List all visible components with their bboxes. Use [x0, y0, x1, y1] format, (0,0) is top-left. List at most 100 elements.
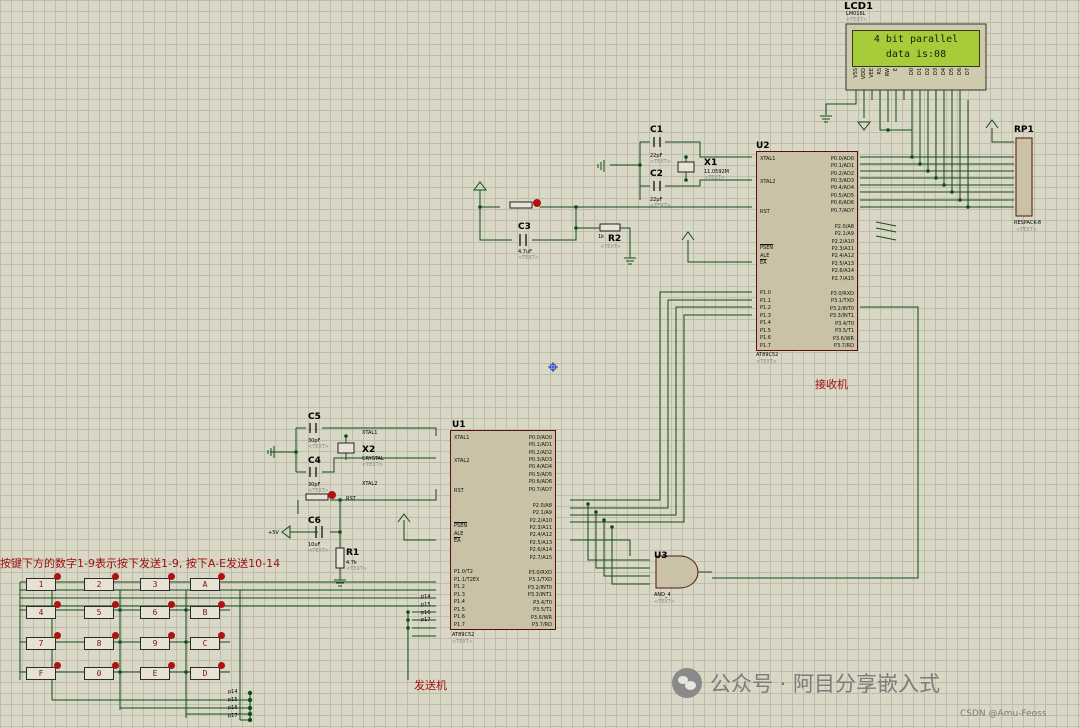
key-label: A — [202, 580, 208, 589]
bottom-label-p17: p17 — [228, 713, 238, 719]
u2-pin: XTAL2 — [760, 179, 776, 185]
key-b[interactable]: B — [190, 601, 225, 619]
r1-ref: R1 — [346, 548, 360, 558]
u2-pin: EA — [760, 260, 767, 266]
r2-ref: R2 — [608, 234, 622, 244]
watermark: 公众号 · 阿目分享嵌入式 — [672, 668, 940, 698]
u1-pin: P2.1/A9 — [532, 510, 552, 516]
c1-ref: C1 — [650, 125, 663, 135]
key-3[interactable]: 3 — [140, 573, 175, 591]
button-knob-icon — [54, 573, 61, 580]
c5-value: 30pF — [308, 438, 321, 444]
key-e[interactable]: E — [140, 662, 175, 680]
c3-text-placeholder: <TEXT> — [518, 255, 539, 261]
x2-ref: X2 — [362, 445, 376, 455]
u2-pin: P2.4/A12 — [831, 253, 854, 259]
u1-pin: P0.0/AD0 — [528, 435, 552, 441]
lcd-ref: LCD1 — [844, 1, 873, 12]
key-label: 2 — [96, 580, 102, 589]
port-label-p16: p16 — [421, 610, 431, 616]
lcd-pin: D0 — [909, 68, 915, 76]
u2-chip[interactable]: XTAL1 XTAL2 RST PSEN ALE EA P1.0 P1.1 P1… — [756, 151, 858, 351]
button-knob-icon — [168, 573, 175, 580]
u2-pin: P2.7/A15 — [831, 276, 854, 282]
key-8[interactable]: 8 — [84, 632, 119, 650]
u1-pin: P3.1/TXD — [529, 577, 552, 583]
u2-pin: PSEN — [760, 245, 774, 251]
u1-chip[interactable]: XTAL1 XTAL2 RST PSEN ALE EA P1.0/T2 P1.1… — [450, 430, 556, 630]
key-5[interactable]: 5 — [84, 601, 119, 619]
lcd-line-2: data is:08 — [885, 49, 947, 60]
key-0[interactable]: 0 — [84, 662, 119, 680]
key-label: B — [202, 608, 208, 617]
u1-pin: P2.6/A14 — [529, 547, 552, 553]
u3-ref: U3 — [654, 551, 668, 561]
key-6[interactable]: 6 — [140, 601, 175, 619]
button-knob-icon — [54, 632, 61, 639]
x1-text-placeholder: <TEXT> — [704, 175, 725, 181]
receiver-label: 接收机 — [815, 378, 848, 391]
x2-text-placeholder: <TEXT> — [362, 462, 383, 468]
u2-pin: P3.3/INT1 — [829, 313, 854, 319]
c4-ref: C4 — [308, 456, 321, 466]
u2-pin: P0.1/AD1 — [830, 163, 854, 169]
u2-pin: P1.6 — [760, 335, 771, 341]
c2-ref: C2 — [650, 169, 663, 179]
lcd-line-1: 4 bit parallel — [873, 34, 959, 45]
lcd-pin: D7 — [965, 68, 971, 76]
u2-pin: P0.2/AD2 — [830, 171, 854, 177]
u1-pin: P1.6 — [454, 614, 465, 620]
u2-pin: XTAL1 — [760, 156, 776, 162]
c3-ref: C3 — [518, 222, 531, 232]
u2-pin: P0.5/AD5 — [830, 193, 854, 199]
u1-ref: U1 — [452, 420, 466, 430]
net-label-xtal1: XTAL1 — [362, 430, 378, 436]
u3-text-placeholder: <TEXT> — [654, 599, 675, 605]
c2-value: 22pF — [650, 197, 663, 203]
u1-pin: P0.7/AD7 — [528, 487, 552, 493]
c4-value: 30pF — [308, 482, 321, 488]
button-knob-icon — [112, 601, 119, 608]
key-label: 9 — [152, 639, 158, 648]
u1-pin: P1.2 — [454, 584, 465, 590]
x1-ref: X1 — [704, 158, 718, 168]
u1-pin: P0.2/AD2 — [528, 450, 552, 456]
key-c[interactable]: C — [190, 632, 225, 650]
u1-pin: EA — [454, 538, 461, 544]
key-1[interactable]: 1 — [26, 573, 61, 591]
u1-pin: ALE — [454, 531, 464, 537]
lcd-pin: D4 — [941, 68, 947, 76]
u1-pin: P2.0/A8 — [532, 503, 552, 509]
button-knob-icon — [54, 662, 61, 669]
button-knob-icon — [168, 601, 175, 608]
lcd-pin: RS — [877, 68, 883, 75]
watermark-brand: 公众号 · 阿目分享嵌入式 — [710, 672, 941, 696]
bottom-label-p14: p14 — [228, 689, 238, 695]
u2-pin: P1.4 — [760, 320, 771, 326]
button-knob-icon — [112, 662, 119, 669]
key-7[interactable]: 7 — [26, 632, 61, 650]
u2-pin: P0.6/AD6 — [830, 200, 854, 206]
key-f[interactable]: F — [26, 662, 61, 680]
u1-pin: P1.7 — [454, 622, 465, 628]
rp1-ref: RP1 — [1014, 125, 1034, 135]
lcd-text-placeholder: <TEXT> — [846, 17, 867, 23]
lcd-screen[interactable]: 4 bit parallel data is:08 — [852, 30, 980, 67]
x2-value: CRYSTAL — [362, 456, 384, 462]
key-d[interactable]: D — [190, 662, 225, 680]
key-label: 5 — [96, 608, 102, 617]
u2-ref: U2 — [756, 141, 770, 151]
lcd-pin: VEE — [869, 68, 875, 78]
csdn-watermark: CSDN @Amu-Feoss — [960, 709, 1047, 719]
c5-text-placeholder: <TEXT> — [308, 444, 329, 450]
key-a[interactable]: A — [190, 573, 225, 591]
r1-text-placeholder: <TEXT> — [346, 566, 367, 572]
key-label: D — [202, 669, 208, 678]
key-4[interactable]: 4 — [26, 601, 61, 619]
lcd-pin: D3 — [933, 68, 939, 76]
u1-pin: P2.5/A13 — [529, 540, 552, 546]
key-label: 8 — [96, 639, 102, 648]
key-9[interactable]: 9 — [140, 632, 175, 650]
key-2[interactable]: 2 — [84, 573, 119, 591]
u2-pin: P0.3/AD3 — [830, 178, 854, 184]
